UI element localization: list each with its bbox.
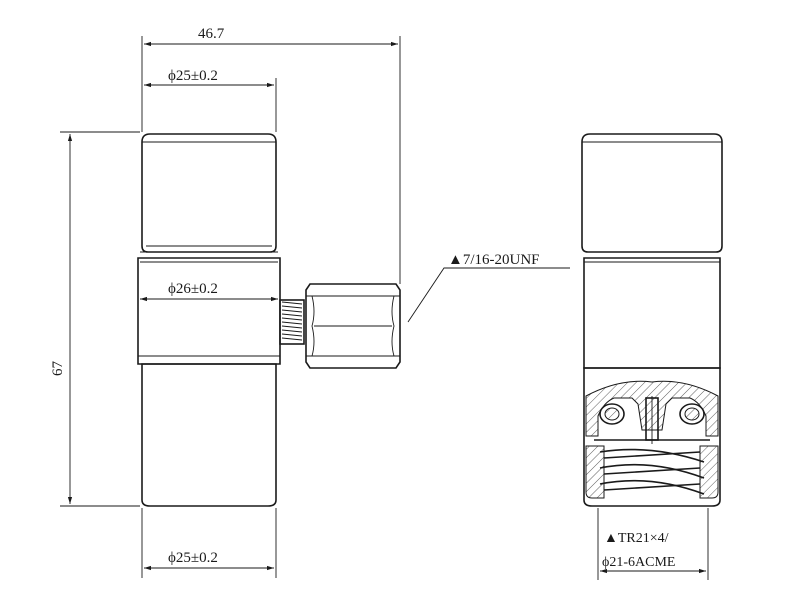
dim-height: 67 (50, 131, 140, 507)
right-top-cap (581, 133, 723, 253)
dim-bottom-diameter-label: ϕ25±0.2 (168, 550, 218, 566)
callout-side-thread-label: ▲7/16-20UNF (448, 252, 540, 268)
left-view: 46.7 ϕ25±0.2 ϕ26±0.2 ϕ25±0.2 67 (50, 26, 570, 578)
right-middle-body (583, 251, 721, 369)
right-view: ▲TR21×4/ ϕ21-6ACME (581, 133, 723, 580)
callout-bottom-thread-line1: ▲TR21×4/ (604, 531, 669, 546)
left-top-cap (141, 133, 277, 253)
dim-overall-width: 46.7 (141, 26, 401, 284)
callout-side-thread: ▲7/16-20UNF (407, 252, 570, 323)
hex-nut (305, 283, 401, 369)
side-thread-stub (279, 299, 305, 345)
dim-bottom-diameter: ϕ25±0.2 (141, 508, 277, 578)
right-section-body (583, 367, 721, 507)
dim-middle-diameter-label: ϕ26±0.2 (168, 281, 218, 297)
dim-bottom-thread: ▲TR21×4/ ϕ21-6ACME (597, 508, 709, 580)
left-bottom-body (141, 363, 277, 507)
dim-height-label: 67 (50, 361, 66, 377)
dim-middle-diameter: ϕ26±0.2 (140, 281, 278, 302)
dim-top-diameter: ϕ25±0.2 (144, 68, 277, 132)
left-middle-body (137, 251, 281, 365)
dim-top-diameter-label: ϕ25±0.2 (168, 68, 218, 84)
dim-overall-width-label: 46.7 (198, 26, 225, 42)
callout-bottom-thread-line2: ϕ21-6ACME (602, 555, 675, 570)
